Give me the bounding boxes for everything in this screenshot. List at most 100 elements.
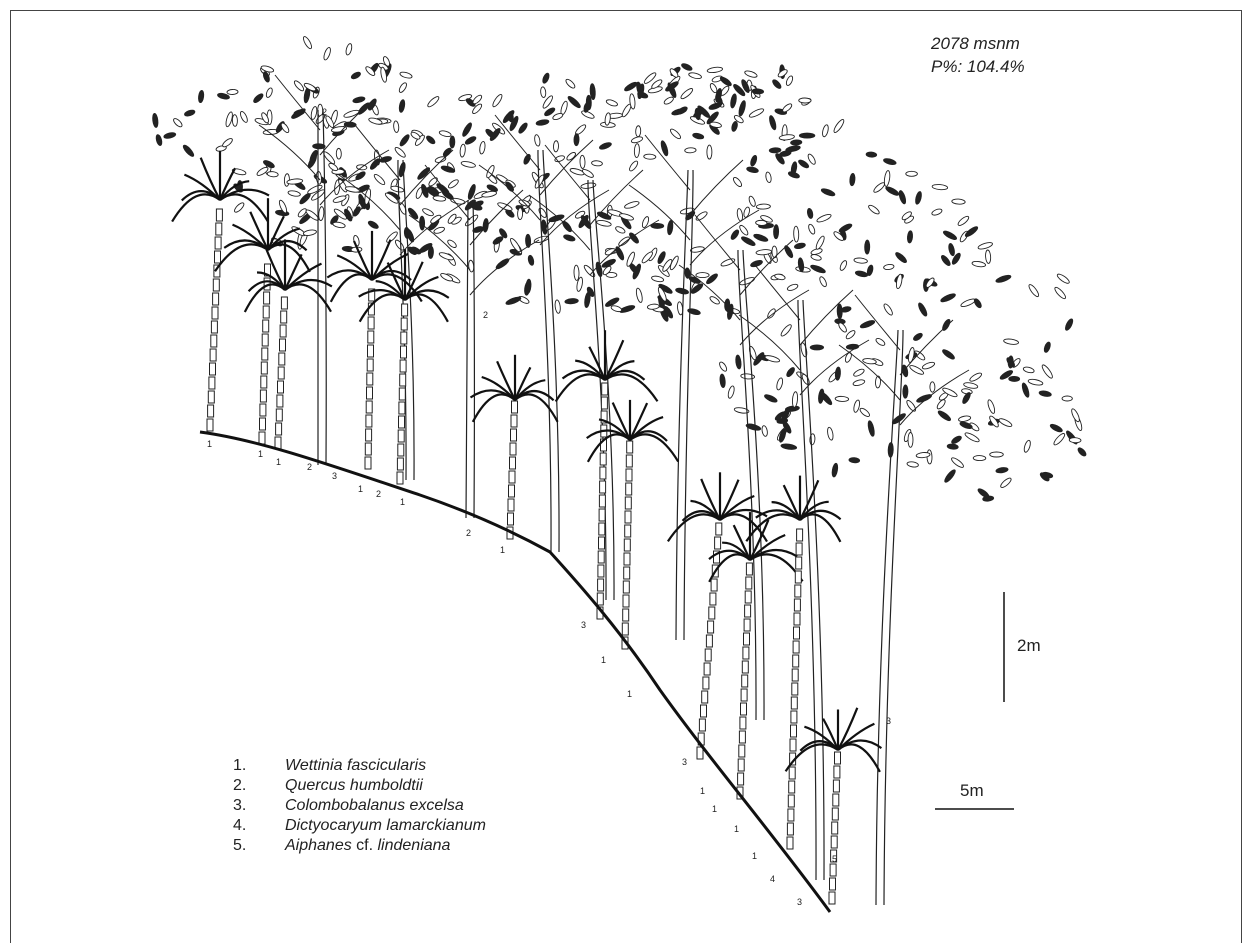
ground-species-label: 1 <box>358 484 363 494</box>
leaf-mark <box>781 443 797 450</box>
palm-trunk-segment <box>793 641 799 653</box>
leaf-mark <box>903 385 908 398</box>
leaf-mark <box>969 372 983 383</box>
leaf-mark <box>1021 382 1030 398</box>
leaf-mark <box>907 461 919 468</box>
leaf-mark <box>730 229 740 241</box>
leaf-mark <box>960 297 976 308</box>
palm-trunk-segment <box>209 377 215 389</box>
leaf-mark <box>941 348 955 360</box>
palm-trunk-segment <box>704 663 710 675</box>
palm-trunk-segment <box>716 523 722 535</box>
leaf-mark <box>293 79 305 92</box>
leaf-mark <box>155 134 163 146</box>
leaf-mark <box>776 377 784 390</box>
leaf-mark <box>839 260 848 272</box>
palm-trunk-segment <box>599 495 605 507</box>
leaf-mark <box>565 298 579 304</box>
leaf-mark <box>792 392 798 408</box>
palm-trunk-segment <box>710 593 716 605</box>
leaf-mark <box>707 66 723 73</box>
leaf-mark <box>398 162 406 177</box>
leaf-mark <box>184 109 196 117</box>
tree-species-label: 2 <box>322 107 327 117</box>
tree-trunk <box>738 250 764 720</box>
tree-branch <box>800 290 853 345</box>
leaf-mark <box>750 155 758 167</box>
leaf-mark <box>227 89 238 95</box>
palm-trunk-segment <box>744 619 750 631</box>
palm-trunk-segment <box>790 739 796 751</box>
leaf-mark <box>438 251 454 261</box>
leaf-mark <box>675 287 689 295</box>
palm-frond <box>605 374 658 401</box>
leaf-mark <box>948 243 956 256</box>
palm-trunk-segment <box>402 304 408 316</box>
leaf-mark <box>943 468 957 483</box>
palm-trunk-segment <box>829 892 835 904</box>
palm-trunk-segment <box>832 822 838 834</box>
palm-trunk-segment <box>598 579 604 591</box>
legend-number: 1. <box>233 756 285 776</box>
leaf-mark <box>527 255 534 266</box>
palm-trunk-segment <box>207 419 213 431</box>
leaf-mark <box>310 106 318 120</box>
palm-trunk-segment <box>260 404 266 416</box>
leaf-mark <box>534 134 541 146</box>
leaf-mark <box>810 345 823 350</box>
leaf-mark <box>479 141 486 154</box>
palm-trunk-segment <box>627 441 633 453</box>
leaf-mark <box>732 176 743 188</box>
leaf-mark <box>256 166 269 177</box>
palm-trunk-segment <box>626 455 632 467</box>
palm-trunk-segment <box>625 525 631 537</box>
palm-trunk-segment <box>366 401 372 413</box>
palm-trunk-segment <box>833 794 839 806</box>
leaf-mark <box>198 90 204 103</box>
leaf-mark <box>610 305 622 313</box>
ground-species-label: 3 <box>797 897 802 907</box>
leaf-mark <box>1009 376 1020 381</box>
ground-species-label: 4 <box>770 874 775 884</box>
leaf-mark <box>657 251 667 265</box>
palm-frond <box>471 390 516 400</box>
leaf-mark <box>785 366 796 377</box>
palm-trunk-segment <box>261 376 267 388</box>
leaf-mark <box>373 173 386 186</box>
leaf-mark <box>883 158 897 166</box>
palm-trunk-segment <box>830 864 836 876</box>
leaf-mark <box>832 118 845 134</box>
leaf-mark <box>464 135 477 145</box>
palm-trunk-segment <box>262 348 268 360</box>
palm-trunk-segment <box>399 388 405 400</box>
palm-trunk-segment <box>215 251 221 263</box>
leaf-mark <box>906 171 918 176</box>
leaf-mark <box>583 102 590 113</box>
leaf-mark <box>303 229 317 236</box>
palm-trunk-segment <box>367 373 373 385</box>
leaf-mark <box>567 95 582 109</box>
leaf-mark <box>937 409 952 422</box>
palm-trunk-segment <box>831 836 837 848</box>
leaf-mark <box>930 382 935 392</box>
leaf-mark <box>755 220 767 226</box>
palm-trunk-segment <box>832 808 838 820</box>
leaf-mark <box>542 72 551 84</box>
leaf-mark <box>591 160 602 166</box>
leaf-mark <box>669 128 682 140</box>
palm-trunk-segment <box>796 557 802 569</box>
leaf-mark <box>996 467 1009 474</box>
leaf-mark <box>748 107 764 118</box>
tree-branch <box>690 160 743 215</box>
palm-trunk-segment <box>794 599 800 611</box>
leaf-mark <box>866 152 877 158</box>
palm-trunk-segment <box>745 591 751 603</box>
leaf-mark <box>952 199 966 205</box>
palm-trunk-segment <box>598 565 604 577</box>
palm-trunk-segment <box>738 759 744 771</box>
leaf-mark <box>999 477 1012 489</box>
leaf-mark <box>995 274 1011 284</box>
leaf-mark <box>932 184 948 190</box>
ground-species-label: 3 <box>332 471 337 481</box>
leaf-mark <box>719 76 733 88</box>
